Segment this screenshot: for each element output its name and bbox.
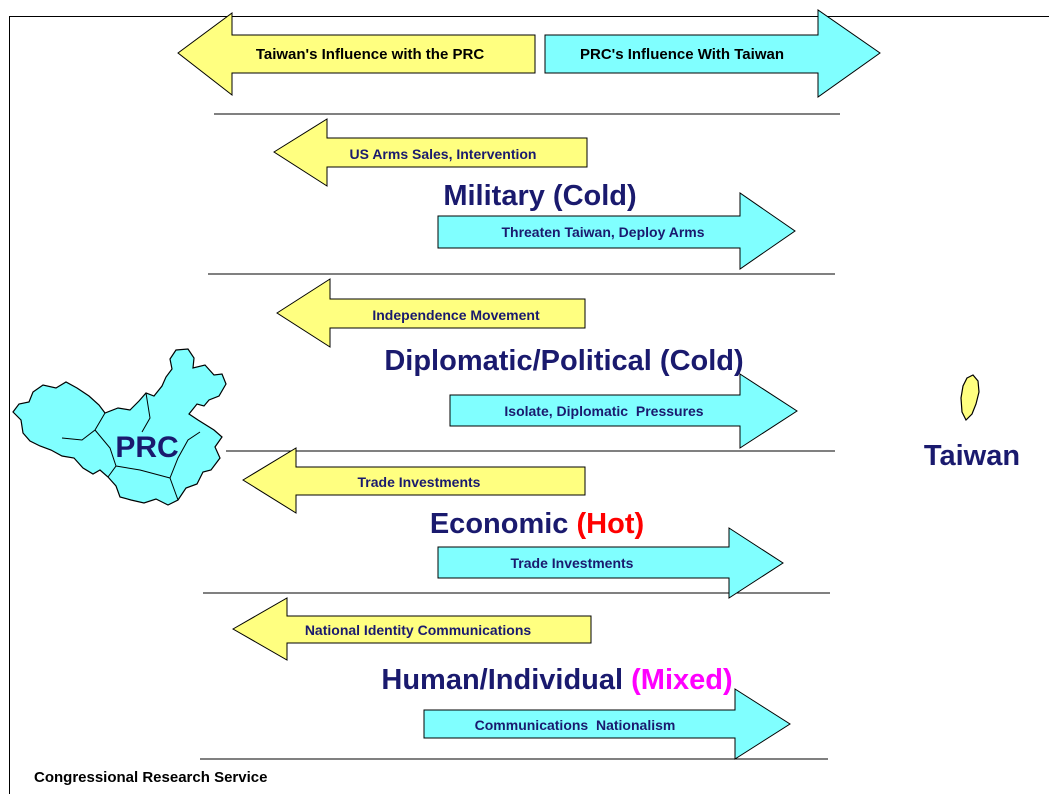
prc-province-borders xyxy=(61,392,201,501)
military-left-arrow xyxy=(273,118,588,187)
economic-title-text: Economic xyxy=(430,508,577,540)
human-section-title: Human/Individual (Mixed) xyxy=(381,664,732,696)
human-status-text: (Mixed) xyxy=(631,664,733,696)
military-right-arrow xyxy=(437,192,796,270)
economic-status-text: (Hot) xyxy=(577,508,645,540)
military-title-text: Military xyxy=(443,180,553,212)
taiwan-island-shape xyxy=(960,374,980,422)
military-left-arrow-label: US Arms Sales, Intervention xyxy=(350,146,537,162)
header-left-arrow xyxy=(177,12,536,97)
diplomatic-left-arrow xyxy=(276,278,586,348)
economic-right-arrow xyxy=(437,527,784,599)
diplomatic-right-arrow-label: Isolate, Diplomatic Pressures xyxy=(504,403,703,419)
source-credit: Congressional Research Service xyxy=(34,769,267,786)
military-section-title: Military (Cold) xyxy=(443,180,636,212)
diplomatic-left-arrow-label: Independence Movement xyxy=(372,307,540,323)
prc-map-label: PRC xyxy=(115,431,178,464)
header-left-arrow-label: Taiwan's Influence with the PRC xyxy=(256,46,484,63)
diplomatic-status-text: (Cold) xyxy=(660,345,744,377)
diplomatic-right-arrow xyxy=(449,373,798,449)
human-right-arrow xyxy=(423,688,791,760)
header-right-arrow-label: PRC's Influence With Taiwan xyxy=(580,46,784,63)
frame-left-border xyxy=(9,16,10,794)
military-status-text: (Cold) xyxy=(553,180,637,212)
taiwan-map-label: Taiwan xyxy=(924,440,1020,472)
prc-map-shape xyxy=(12,348,227,506)
human-left-arrow-label: National Identity Communications xyxy=(305,622,532,638)
economic-left-arrow-label: Trade Investments xyxy=(358,474,481,490)
economic-section-title: Economic (Hot) xyxy=(430,508,644,540)
frame-top-border xyxy=(9,16,1049,17)
diplomatic-section-title: Diplomatic/Political (Cold) xyxy=(384,345,743,377)
military-right-arrow-label: Threaten Taiwan, Deploy Arms xyxy=(501,224,704,240)
human-title-text: Human/Individual xyxy=(381,664,631,696)
economic-left-arrow xyxy=(242,447,586,514)
diplomatic-title-text: Diplomatic/Political xyxy=(384,345,660,377)
economic-right-arrow-label: Trade Investments xyxy=(511,555,634,571)
header-right-arrow xyxy=(544,9,881,98)
human-left-arrow xyxy=(231,597,592,661)
human-right-arrow-label: Communications Nationalism xyxy=(475,717,676,733)
